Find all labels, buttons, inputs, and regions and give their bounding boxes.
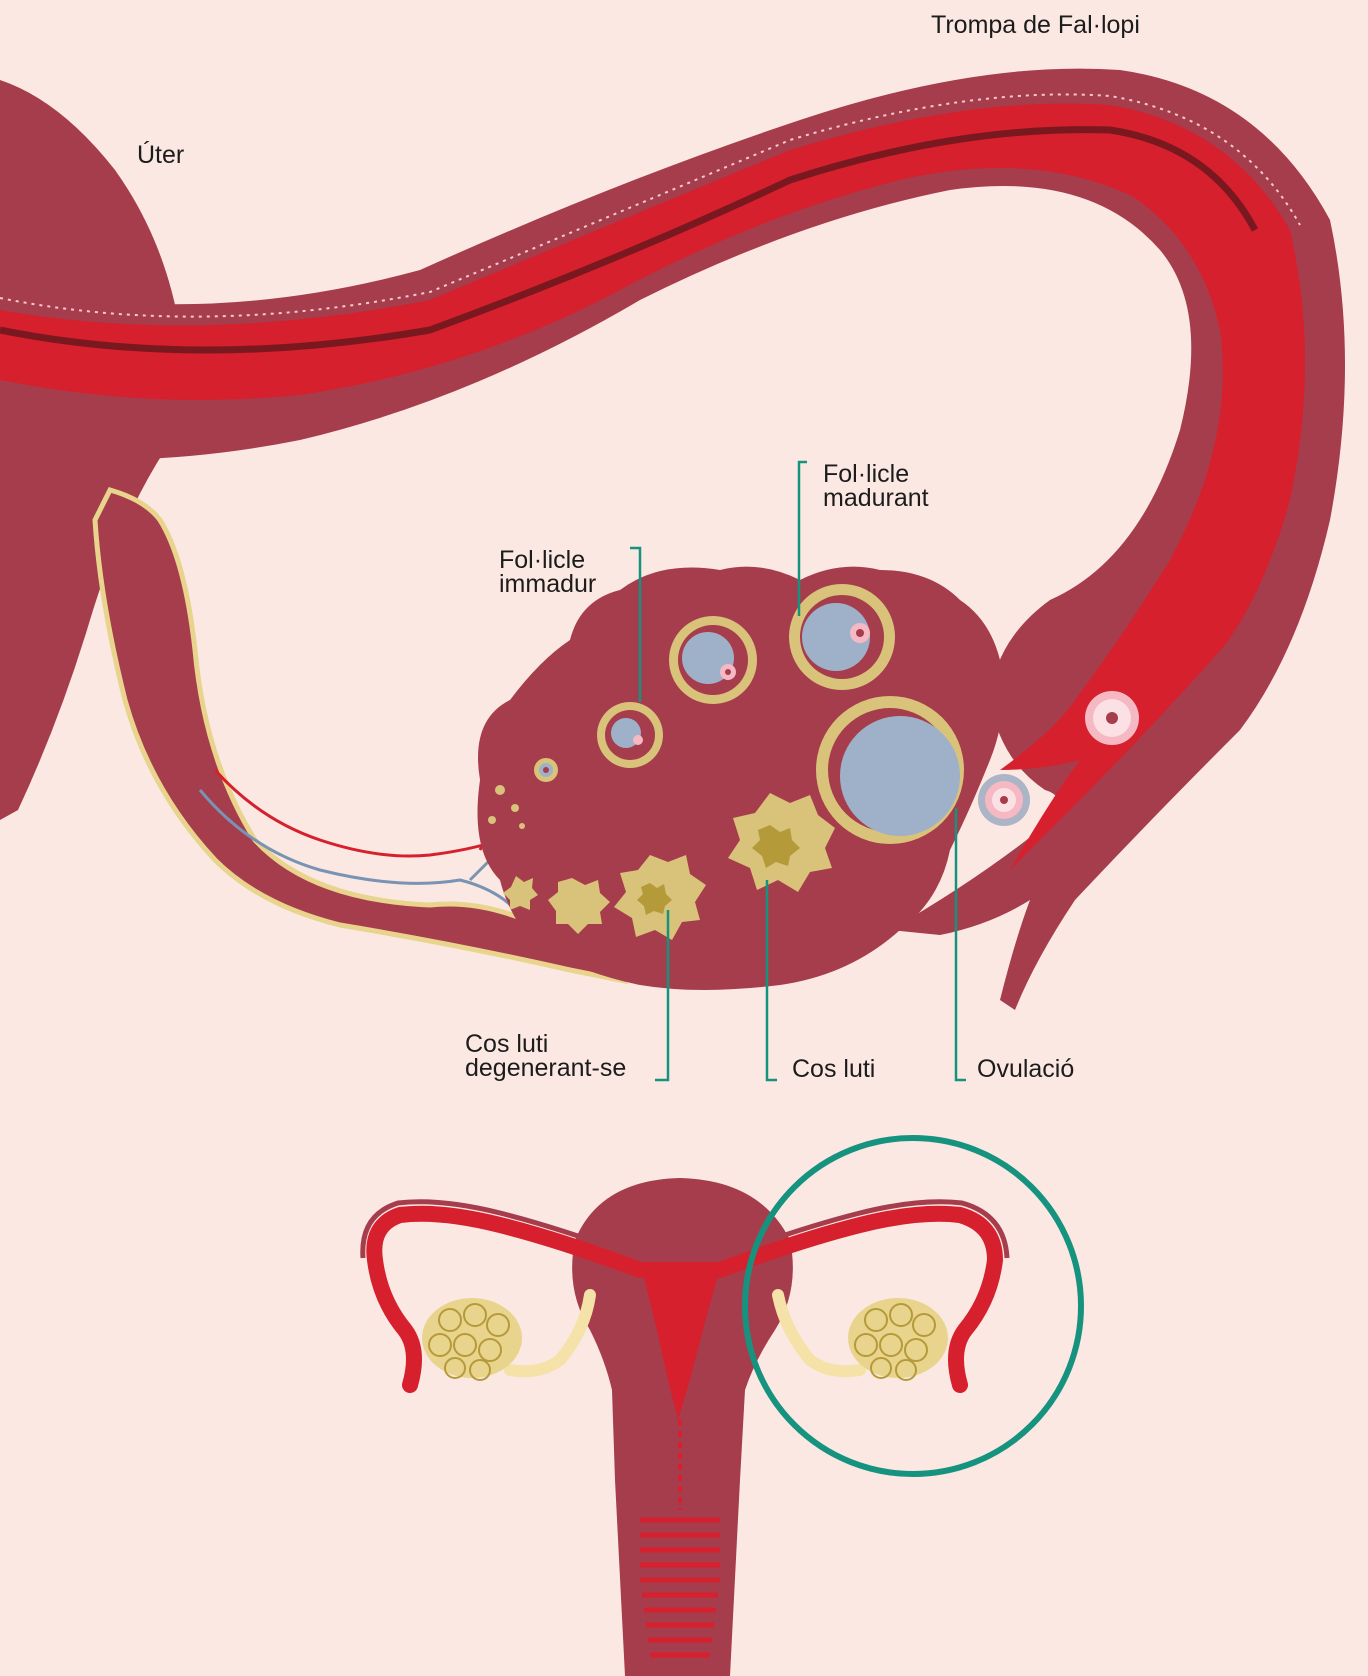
overview-right-ligament bbox=[778, 1295, 860, 1371]
mature-follicle-label-line1: Fol·licle bbox=[823, 462, 929, 486]
mature-follicle bbox=[789, 584, 895, 690]
ovulating-follicle bbox=[816, 696, 964, 844]
degenerating-label-line2: degenerant-se bbox=[465, 1056, 626, 1080]
fallopian-tube-label: Trompa de Fal·lopi bbox=[931, 13, 1140, 37]
mature-follicle-label-line2: madurant bbox=[823, 486, 929, 510]
mature-follicle-label: Fol·licle madurant bbox=[823, 462, 929, 510]
detail-view bbox=[0, 69, 1345, 1080]
uterus-overview-illustration bbox=[363, 1138, 1081, 1676]
ovulated-egg-icon bbox=[978, 774, 1030, 826]
growing-follicle bbox=[669, 616, 757, 704]
degenerating-corpus-luteum-label: Cos luti degenerant-se bbox=[465, 1032, 626, 1080]
overview-left-ligament bbox=[510, 1295, 590, 1371]
corpus-luteum-label: Cos luti bbox=[792, 1057, 875, 1081]
immature-follicle-label-line1: Fol·licle bbox=[499, 548, 596, 572]
degenerating-label-line1: Cos luti bbox=[465, 1032, 626, 1056]
uterus-label: Úter bbox=[137, 143, 184, 167]
immature-follicle-label-line2: immadur bbox=[499, 572, 596, 596]
follicle-tiny bbox=[534, 758, 558, 782]
released-egg-icon bbox=[1085, 691, 1139, 745]
leader-ovulation bbox=[956, 808, 966, 1080]
ovulation-label: Ovulació bbox=[977, 1057, 1074, 1081]
immature-follicle-label: Fol·licle immadur bbox=[499, 548, 596, 596]
immature-follicle bbox=[597, 702, 663, 768]
